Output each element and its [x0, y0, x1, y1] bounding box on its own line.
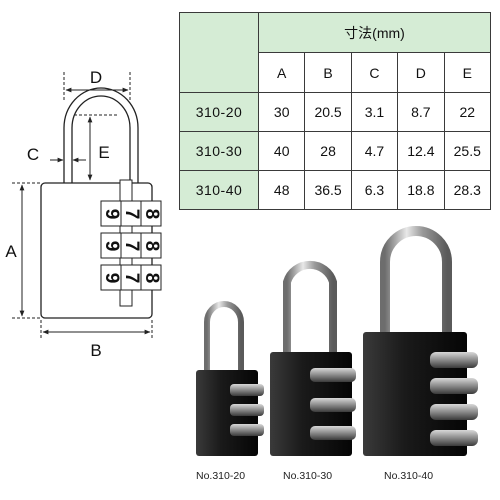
value-cell: 28 [304, 131, 352, 171]
dimension-b [40, 320, 153, 340]
dimension-e [74, 114, 118, 181]
column-header-d: D [397, 52, 445, 93]
model-cell: 310-40 [179, 170, 259, 210]
dimension-label-e: E [98, 143, 109, 162]
table-corner-cell [179, 12, 259, 93]
dimension-label-d: D [90, 68, 102, 87]
dial-digit: 8 [141, 273, 162, 284]
value-cell: 48 [257, 170, 306, 210]
dimension-d [63, 72, 131, 100]
dial-digit: 7 [121, 273, 142, 284]
column-header-b: B [304, 52, 352, 93]
caption-310-40: No.310-40 [384, 470, 434, 482]
model-cell: 310-30 [179, 131, 259, 171]
value-cell: 25.5 [443, 131, 491, 171]
table-row: 310-40 48 36.5 6.3 18.8 28.3 [179, 170, 491, 210]
dial-digit: 8 [141, 209, 162, 220]
dial-digit: 7 [121, 241, 142, 252]
padlock-photo-310-30 [270, 260, 356, 456]
dimension-label-a: A [5, 242, 17, 261]
value-cell: 6.3 [350, 170, 399, 210]
value-cell: 28.3 [443, 170, 491, 210]
dial-digit: 9 [101, 209, 122, 220]
value-cell: 20.5 [304, 92, 352, 132]
dial-digit: 9 [101, 273, 122, 284]
value-cell: 8.7 [397, 92, 445, 132]
dial-digit: 8 [141, 241, 162, 252]
caption-310-20: No.310-20 [196, 470, 246, 482]
table-row: 310-20 30 20.5 3.1 8.7 22 [179, 92, 491, 132]
column-header-e: E [443, 52, 491, 93]
dimension-a [12, 182, 40, 319]
dial-digit: 9 [101, 241, 122, 252]
caption-310-30: No.310-30 [283, 470, 333, 482]
value-cell: 18.8 [397, 170, 445, 210]
value-cell: 36.5 [304, 170, 352, 210]
dial-row-2 [100, 232, 162, 259]
model-cell: 310-20 [179, 92, 259, 132]
dial-row-1 [100, 200, 162, 227]
value-cell: 22 [443, 92, 491, 132]
dial-row-3 [100, 264, 162, 291]
dimension-table: 寸法(mm) A B C D E 310-20 30 20.5 3.1 8.7 … [179, 12, 491, 210]
dial-digit: 7 [121, 209, 142, 220]
padlock-photo-310-40 [363, 226, 478, 456]
value-cell: 40 [257, 131, 306, 171]
dimension-label-b: B [90, 341, 101, 360]
value-cell: 30 [257, 92, 306, 132]
value-cell: 3.1 [350, 92, 399, 132]
padlock-photo-310-20 [196, 301, 264, 456]
dimension-label-c: C [27, 145, 39, 164]
shackle-inner-outline [71, 95, 131, 185]
value-cell: 4.7 [350, 131, 399, 171]
column-header-a: A [257, 52, 306, 93]
column-header-c: C [350, 52, 399, 93]
